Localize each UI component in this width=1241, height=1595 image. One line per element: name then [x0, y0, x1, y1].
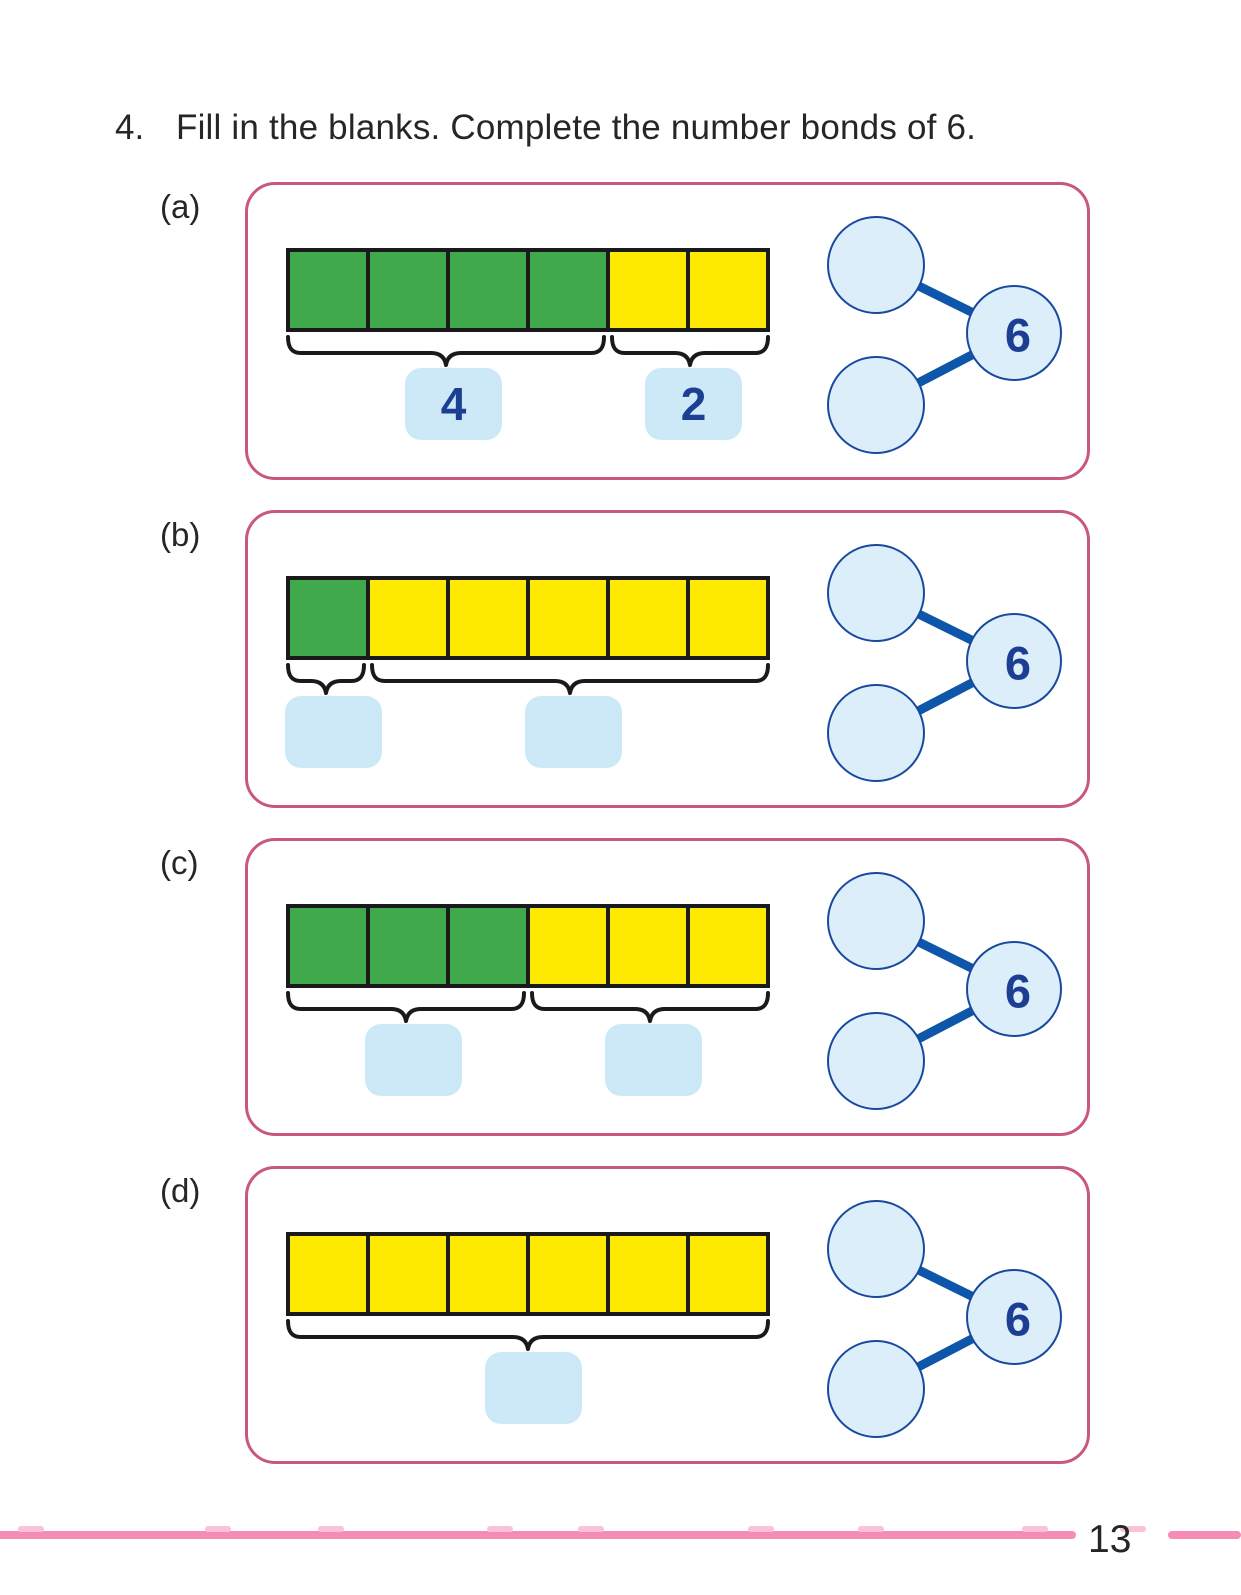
unit-cell-green — [448, 250, 528, 330]
footer-line-blip — [487, 1526, 513, 1532]
panel-graphics-a: 6 — [286, 216, 1062, 454]
panel-label-b: (b) — [160, 516, 201, 553]
unit-cell-yellow — [528, 906, 608, 986]
unit-cell-yellow — [688, 578, 768, 658]
footer-line-blip — [318, 1526, 344, 1532]
bond-circle-part-top[interactable] — [827, 216, 925, 314]
footer-divider-line-end — [1168, 1531, 1241, 1539]
group-brace — [610, 335, 770, 367]
unit-cell-green — [288, 250, 368, 330]
answer-box-a-2: 2 — [645, 368, 742, 440]
bond-circle-part-bottom[interactable] — [827, 356, 925, 454]
unit-cell-yellow — [608, 250, 688, 330]
panel-graphics-d: 6 — [286, 1200, 1062, 1438]
exercise-panel-b: 6 — [245, 510, 1090, 808]
bond-circle-part-top[interactable] — [827, 1200, 925, 1298]
panel-label-d: (d) — [160, 1172, 201, 1209]
bond-circle-part-bottom[interactable] — [827, 1012, 925, 1110]
panel-graphics-c: 6 — [286, 872, 1062, 1110]
panel-graphics-b: 6 — [286, 544, 1062, 782]
question-number: 4. — [115, 108, 145, 147]
footer-line-blip — [1120, 1526, 1146, 1532]
unit-cell-green — [448, 906, 528, 986]
unit-cell-yellow — [368, 1234, 448, 1314]
unit-cell-green — [288, 578, 368, 658]
bond-circle-part-bottom[interactable] — [827, 1340, 925, 1438]
unit-bar — [286, 904, 770, 988]
bond-total-value: 6 — [1005, 965, 1031, 1018]
unit-bar — [286, 248, 770, 332]
bond-circle-total — [966, 613, 1062, 709]
footer-line-blip — [748, 1526, 774, 1532]
bond-circle-part-top[interactable] — [827, 872, 925, 970]
unit-cell-yellow — [288, 1234, 368, 1314]
answer-box-c-1[interactable] — [365, 1024, 462, 1096]
bond-total-value: 6 — [1005, 309, 1031, 362]
unit-cell-yellow — [688, 250, 768, 330]
unit-cell-green — [528, 250, 608, 330]
answer-box-a-1: 4 — [405, 368, 502, 440]
group-brace — [286, 335, 606, 367]
answer-box-b-2[interactable] — [525, 696, 622, 768]
unit-cell-yellow — [368, 578, 448, 658]
unit-bar — [286, 576, 770, 660]
bond-circle-part-top[interactable] — [827, 544, 925, 642]
unit-cell-green — [288, 906, 368, 986]
unit-cell-yellow — [688, 1234, 768, 1314]
unit-cell-green — [368, 906, 448, 986]
footer-line-blip — [858, 1526, 884, 1532]
unit-bar — [286, 1232, 770, 1316]
panel-label-c: (c) — [160, 844, 199, 881]
unit-cell-yellow — [608, 1234, 688, 1314]
unit-cell-yellow — [448, 578, 528, 658]
footer-line-blip — [1022, 1526, 1048, 1532]
bond-circle-part-bottom[interactable] — [827, 684, 925, 782]
bond-circle-total — [966, 941, 1062, 1037]
footer-line-blip — [18, 1526, 44, 1532]
answer-box-d-1[interactable] — [485, 1352, 582, 1424]
answer-box-b-1[interactable] — [285, 696, 382, 768]
unit-cell-yellow — [528, 578, 608, 658]
footer-line-blip — [205, 1526, 231, 1532]
panel-label-a: (a) — [160, 188, 201, 225]
unit-cell-yellow — [448, 1234, 528, 1314]
bond-total-value: 6 — [1005, 1293, 1031, 1346]
group-brace — [530, 991, 770, 1023]
unit-cell-yellow — [608, 578, 688, 658]
group-brace — [370, 663, 770, 695]
exercise-panel-a: 6 4 2 — [245, 182, 1090, 480]
exercise-panel-d: 6 — [245, 1166, 1090, 1464]
group-brace — [286, 663, 366, 695]
unit-cell-yellow — [528, 1234, 608, 1314]
group-brace — [286, 991, 526, 1023]
answer-box-c-2[interactable] — [605, 1024, 702, 1096]
bond-circle-total — [966, 285, 1062, 381]
footer-divider-line — [0, 1531, 1076, 1539]
group-brace — [286, 1319, 770, 1351]
bond-total-value: 6 — [1005, 637, 1031, 690]
bond-circle-total — [966, 1269, 1062, 1365]
question-title: Fill in the blanks. Complete the number … — [176, 108, 977, 147]
page-number: 13 — [1088, 1518, 1132, 1561]
unit-cell-yellow — [688, 906, 768, 986]
footer-line-blip — [578, 1526, 604, 1532]
unit-cell-green — [368, 250, 448, 330]
unit-cell-yellow — [608, 906, 688, 986]
exercise-panel-c: 6 — [245, 838, 1090, 1136]
